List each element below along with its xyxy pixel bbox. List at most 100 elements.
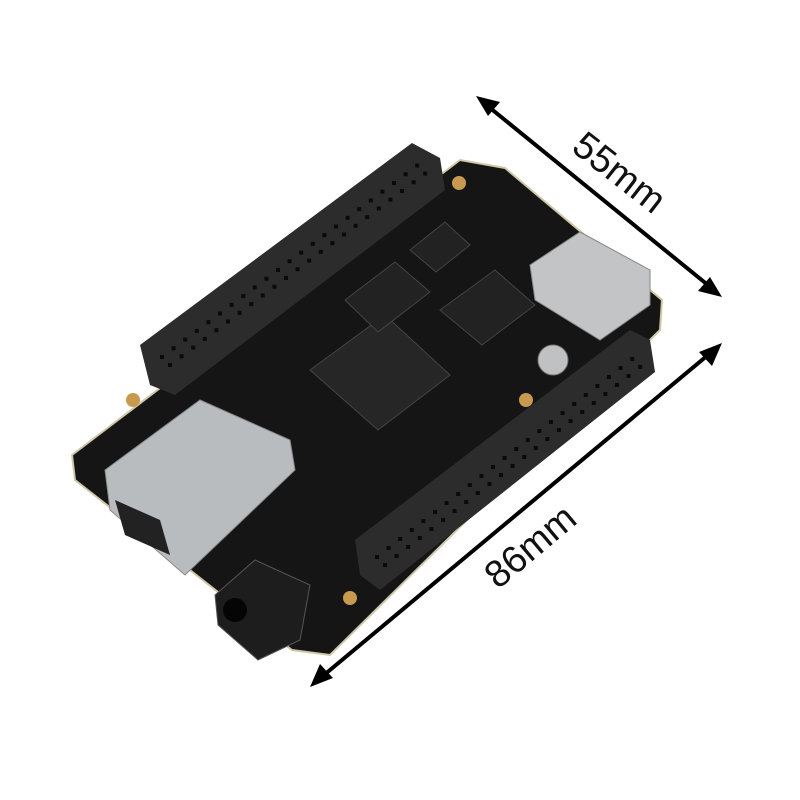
pin-hole [334, 224, 338, 229]
pin-hole [618, 366, 623, 370]
pin-hole [626, 374, 631, 378]
pin-hole [284, 276, 288, 280]
pin-hole [226, 319, 230, 324]
chip-small [409, 221, 471, 273]
length-dimension-arrow [310, 343, 722, 687]
pin-hole [433, 510, 437, 514]
pin-hole [580, 410, 585, 414]
pin-hole [557, 428, 561, 432]
pin-hole [491, 465, 495, 469]
pin-hole [607, 375, 611, 379]
width-dimension-label: 55mm [564, 124, 673, 222]
pin-hole [638, 365, 643, 369]
pin-hole [409, 528, 414, 532]
pin-hole [510, 464, 515, 468]
pin-hole [322, 233, 327, 238]
pin-hole [287, 259, 292, 264]
pin-hole [249, 302, 254, 307]
usb-port [529, 231, 651, 341]
pin-hole [260, 293, 265, 298]
pin-hole [479, 474, 484, 478]
pin-hole [310, 241, 315, 246]
pin-hole [560, 411, 565, 415]
header-pins-p9 [160, 163, 428, 367]
pin-hole [415, 163, 420, 168]
mounting-hole [452, 176, 466, 190]
pin-hole [568, 419, 573, 423]
pin-hole [499, 473, 503, 477]
length-dimension-label: 86mm [477, 497, 585, 597]
pin-hole [357, 207, 362, 212]
pin-hole [591, 401, 596, 405]
pin-hole [421, 519, 426, 523]
pin-hole [392, 181, 396, 185]
pin-hole [252, 285, 257, 290]
pin-hole [525, 438, 530, 442]
pin-hole [368, 198, 373, 203]
processor-chip [309, 314, 451, 431]
pin-hole [295, 267, 300, 272]
pin-hole [160, 355, 164, 359]
pin-hole [429, 527, 434, 531]
ethernet-port-opening [115, 500, 170, 555]
pin-hole [456, 492, 461, 496]
pin-hole [545, 437, 550, 441]
pin-hole [411, 180, 416, 185]
pin-hole [272, 284, 277, 289]
pin-hole [533, 446, 538, 450]
pin-hole [375, 555, 379, 559]
power-jack [214, 559, 311, 661]
pin-hole [487, 482, 492, 486]
pin-hole [467, 483, 472, 487]
pin-hole [214, 328, 219, 333]
pin-hole [342, 232, 346, 237]
pin-hole [583, 393, 588, 397]
pin-hole [388, 197, 393, 202]
pin-hole [383, 563, 387, 567]
pin-hole [398, 537, 403, 541]
pin-hole [299, 250, 304, 255]
pin-hole [345, 215, 350, 220]
pin-hole [206, 320, 211, 325]
pin-hole [441, 518, 445, 522]
pin-hole [264, 276, 269, 281]
pin-hole [179, 354, 184, 359]
mounting-hole [343, 591, 357, 605]
pin-hole [353, 223, 358, 228]
pin-hole [630, 357, 635, 361]
pin-hole [229, 302, 234, 307]
pin-hole [400, 189, 404, 193]
capacitor [537, 344, 569, 376]
pin-hole [603, 392, 608, 396]
pin-hole [376, 206, 381, 211]
pin-hole [475, 491, 480, 495]
pin-hole [406, 545, 411, 549]
pin-hole [423, 171, 428, 176]
pin-hole [572, 402, 577, 406]
pin-hole [168, 363, 172, 367]
power-jack-hole [223, 598, 247, 622]
pin-hole [514, 447, 519, 451]
pin-hole [615, 383, 619, 387]
emmc-chip [344, 261, 431, 333]
pin-hole [276, 268, 280, 272]
pin-hole [386, 546, 391, 550]
pin-hole [218, 311, 222, 316]
width-dimension-arrow [476, 96, 722, 297]
pin-hole [502, 456, 507, 460]
pin-hole [394, 554, 399, 558]
pin-hole [183, 337, 188, 342]
pin-hole [191, 345, 196, 350]
header-pins-p8 [375, 357, 643, 567]
pin-hole [444, 501, 449, 505]
pin-hole [171, 346, 176, 351]
pin-hole [194, 328, 199, 333]
pin-hole [318, 249, 323, 254]
memory-chip [439, 269, 536, 346]
pin-hole [380, 189, 385, 194]
mounting-hole [519, 393, 533, 407]
pin-hole [537, 429, 542, 433]
pin-hole [522, 455, 527, 459]
